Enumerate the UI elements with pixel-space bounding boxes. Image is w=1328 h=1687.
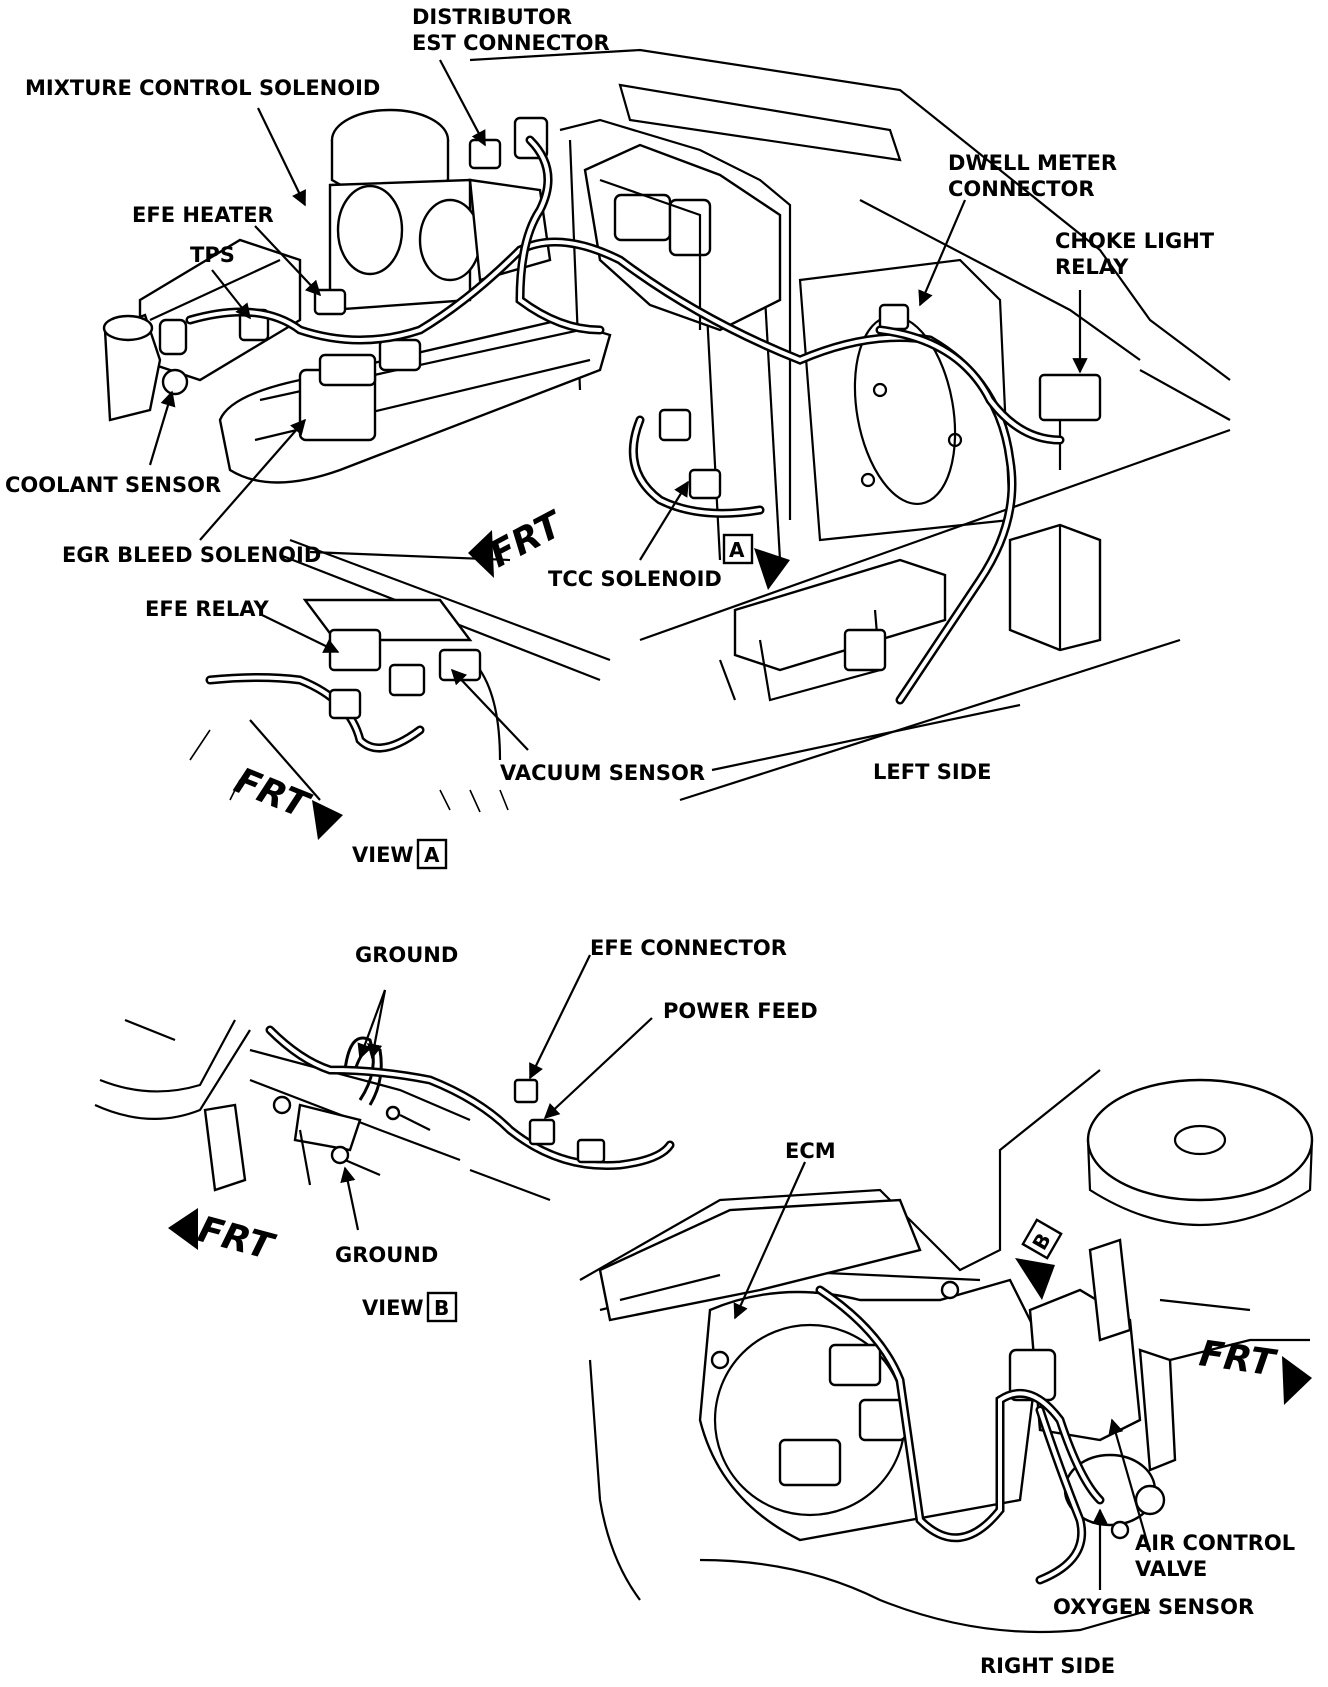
frt-left-arrowhead	[468, 530, 494, 578]
component-labels: DISTRIBUTOR EST CONNECTOR MIXTURE CONTRO…	[5, 5, 1295, 1619]
power-feed-label: POWER FEED	[663, 999, 818, 1023]
efe-relay-label: EFE RELAY	[145, 597, 269, 621]
frt-right-arrowhead	[1282, 1356, 1312, 1405]
marker-a-letter: A	[729, 538, 745, 562]
ecm-label: ECM	[785, 1139, 836, 1163]
ground-top-label: GROUND	[355, 943, 458, 967]
dwell-meter-label-line1: DWELL METER	[948, 151, 1117, 175]
coolant-sensor-leader	[148, 390, 176, 466]
air-control-leader	[1108, 1418, 1152, 1553]
distributor-leader	[439, 59, 486, 147]
view-a-box-letter: A	[424, 843, 440, 867]
view-a-caption: VIEW	[352, 843, 414, 867]
dwell-meter-leader	[918, 199, 967, 307]
tcc-leader	[639, 480, 689, 561]
mixture-solenoid-leader	[257, 107, 306, 207]
vacuum-sensor-label: VACUUM SENSOR	[500, 761, 705, 785]
distributor-label-line2: EST CONNECTOR	[412, 31, 610, 55]
vacuum-sensor-leader	[450, 668, 529, 751]
view-a-illustration	[189, 538, 611, 813]
ground-bottom-leader	[340, 1166, 360, 1231]
ecm-leader	[733, 1161, 807, 1320]
frt-view-a: FRT	[229, 760, 316, 827]
frt-view-b: FRT	[194, 1209, 280, 1269]
right-side-caption: RIGHT SIDE	[980, 1654, 1115, 1678]
mixture-control-solenoid-label: MIXTURE CONTROL SOLENOID	[25, 76, 380, 100]
distributor-label-line1: DISTRIBUTOR	[412, 5, 572, 29]
efe-connector-leader	[529, 954, 591, 1080]
tps-label: TPS	[190, 243, 235, 267]
coolant-sensor-label: COOLANT SENSOR	[5, 473, 221, 497]
vacuum-underline	[711, 703, 1021, 772]
egr-solenoid-leader	[199, 418, 307, 541]
frt-view-b-arrowhead	[168, 1208, 198, 1250]
frt-view-a-arrowhead	[312, 800, 343, 840]
marker-a-box	[722, 533, 754, 565]
marker-a-arrow	[754, 548, 790, 590]
view-a-box	[416, 838, 448, 870]
efe-relay-leader	[261, 614, 340, 653]
efe-connector-label: EFE CONNECTOR	[590, 936, 787, 960]
view-b-illustration	[94, 1018, 675, 1202]
efe-heater-leader	[254, 225, 322, 297]
ground-bottom-label: GROUND	[335, 1243, 438, 1267]
tcc-solenoid-label: TCC SOLENOID	[548, 567, 722, 591]
ground-top-leader-b	[367, 989, 387, 1060]
frt-arrows: FRT FRT FRT FRT A B	[168, 503, 1312, 1405]
egr-bleed-solenoid-label: EGR BLEED SOLENOID	[62, 543, 321, 567]
air-control-valve-label-line2: VALVE	[1135, 1557, 1207, 1581]
tps-leader	[211, 269, 251, 320]
dwell-meter-label-line2: CONNECTOR	[948, 177, 1095, 201]
view-b-caption: VIEW	[362, 1296, 424, 1320]
power-feed-leader	[543, 1017, 653, 1120]
frt-left-main: FRT	[483, 503, 571, 576]
choke-light-relay-label-line2: RELAY	[1055, 255, 1129, 279]
marker-b-box	[1021, 1218, 1063, 1260]
left-side-caption: LEFT SIDE	[873, 760, 991, 784]
left-side-illustration	[102, 48, 1231, 802]
view-b-box	[426, 1291, 458, 1323]
choke-light-relay-label-line1: CHOKE LIGHT	[1055, 229, 1215, 253]
ground-top-leader-a	[357, 989, 387, 1060]
efe-heater-label: EFE HEATER	[132, 203, 274, 227]
marker-b-arrow	[1015, 1258, 1055, 1300]
leader-lines	[148, 59, 1152, 1590]
view-captions: LEFT SIDE RIGHT SIDE VIEW A VIEW B	[352, 760, 1115, 1678]
air-control-valve-label-line1: AIR CONTROL	[1135, 1531, 1295, 1555]
oxygen-sensor-label: OXYGEN SENSOR	[1053, 1595, 1254, 1619]
view-b-box-letter: B	[434, 1296, 449, 1320]
